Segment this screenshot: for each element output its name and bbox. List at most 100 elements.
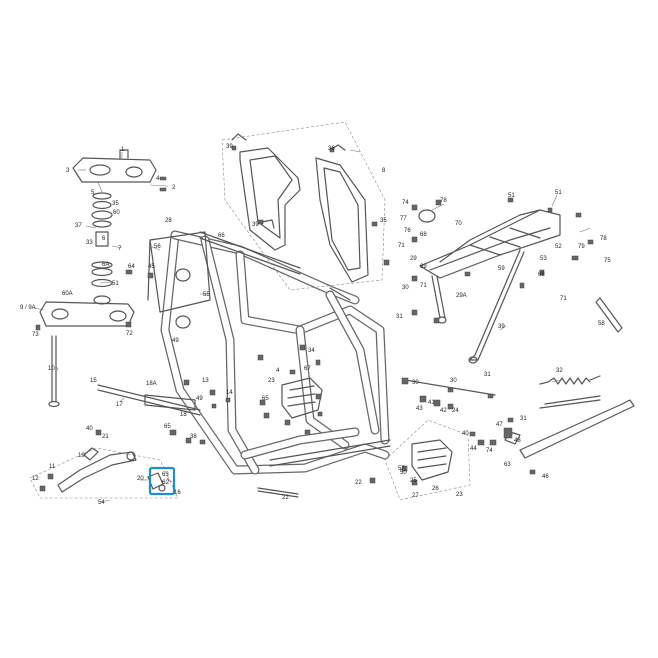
label-46: 46	[542, 474, 549, 480]
side-panels-group	[221, 121, 386, 291]
label-20: 20	[137, 476, 144, 482]
label-68b: 68	[538, 272, 545, 278]
label-60a: 60	[113, 210, 120, 216]
label-65b: 65	[164, 424, 171, 430]
label-12: 12	[32, 476, 39, 482]
label-35a: 35	[112, 201, 119, 207]
label-79: 79	[578, 244, 585, 250]
label-69: 69	[420, 264, 427, 270]
label-33: 33	[86, 240, 93, 246]
leader-lines	[33, 149, 591, 503]
label-78a: 78	[440, 198, 447, 204]
label-8: 8	[382, 168, 386, 174]
label-58: 58	[598, 321, 605, 327]
label-23a: 23	[268, 378, 275, 384]
label-38: 38	[190, 434, 197, 440]
label-60b: 60A	[62, 291, 73, 297]
label-30b: 30	[412, 380, 419, 386]
label-41: 41	[428, 400, 435, 406]
label-7: 7	[118, 246, 122, 252]
label-70: 70	[455, 221, 462, 227]
brake-pedal-group	[29, 447, 179, 499]
label-51a: 51	[112, 281, 119, 287]
label-67: 67	[304, 366, 311, 372]
label-56: 56	[154, 244, 161, 250]
fasteners[interactable]	[35, 145, 594, 492]
stand-bracket-58[interactable]	[595, 297, 623, 333]
label-18a: 18A	[146, 381, 157, 387]
label-44: 44	[470, 446, 477, 452]
label-4: 4	[156, 176, 160, 182]
label-19: 19	[78, 453, 85, 459]
stand-spring[interactable]	[539, 375, 601, 385]
pivot-shaft-18a[interactable]	[144, 394, 196, 411]
left-footrest[interactable]	[281, 377, 323, 419]
rear-subframe[interactable]	[418, 209, 561, 364]
pivot-shaft-17[interactable]	[97, 384, 201, 416]
label-9: 9 / 9A	[20, 305, 36, 311]
label-30c: 30	[450, 378, 457, 384]
label-4b: 4	[276, 368, 280, 374]
label-10: 10	[48, 366, 55, 372]
rear-shaft-31[interactable]	[404, 379, 496, 396]
label-1: 1	[121, 147, 125, 153]
label-51c: 51	[555, 190, 562, 196]
label-39c: 39	[498, 324, 505, 330]
label-45: 45	[148, 264, 155, 270]
label-48: 48	[514, 438, 521, 444]
highlight-label-62[interactable]: 62	[162, 479, 170, 486]
label-55: 55	[203, 292, 210, 298]
label-30a: 30	[402, 285, 409, 291]
label-29: 29	[410, 256, 417, 262]
label-28: 28	[165, 218, 172, 224]
label-74: 74	[402, 200, 409, 206]
label-40a: 40	[86, 426, 93, 432]
stem-washers[interactable]	[91, 192, 113, 288]
label-43: 43	[416, 406, 423, 412]
label-15: 15	[90, 378, 97, 384]
main-frame[interactable]	[147, 230, 391, 475]
label-18: 18	[180, 412, 187, 418]
right-footrest-group	[384, 419, 471, 501]
label-36: 36	[328, 146, 335, 152]
top-triple-clamp[interactable]	[72, 149, 157, 183]
label-26: 26	[432, 486, 439, 492]
label-42: 42	[440, 408, 447, 414]
bottom-triple-clamp[interactable]	[39, 295, 135, 327]
right-side-panel[interactable]	[315, 144, 369, 283]
label-78b: 78	[600, 236, 607, 242]
label-68a: 68	[420, 232, 427, 238]
label-71b: 71	[420, 283, 427, 289]
label-6: 6	[102, 236, 106, 242]
right-footrest[interactable]	[411, 439, 453, 481]
label-63: 63	[162, 472, 169, 478]
label-50: 50	[400, 470, 407, 476]
label-39a: 39	[226, 144, 233, 150]
side-stand[interactable]	[504, 395, 635, 459]
label-31b: 31	[484, 372, 491, 378]
label-27: 27	[412, 493, 419, 499]
label-31a: 31	[396, 314, 403, 320]
label-65a: 65	[262, 396, 269, 402]
label-3: 3	[66, 168, 70, 174]
label-34: 34	[308, 348, 315, 354]
label-32: 32	[556, 368, 563, 374]
label-31c: 31	[520, 416, 527, 422]
long-bolt-22[interactable]	[257, 487, 299, 498]
left-side-panel[interactable]	[231, 133, 301, 251]
label-24: 24	[452, 408, 459, 414]
label-74b: 74	[486, 448, 493, 454]
label-37: 37	[75, 223, 82, 229]
steering-stem[interactable]	[48, 335, 60, 408]
label-72: 72	[126, 331, 133, 337]
brake-pedal[interactable]	[57, 447, 137, 493]
label-5: 5	[91, 190, 95, 196]
label-77: 77	[400, 216, 407, 222]
label-6a: 6A	[102, 262, 109, 268]
label-53: 53	[540, 256, 547, 262]
label-16: 16	[174, 490, 181, 496]
highlighted-part-62[interactable]	[147, 466, 176, 496]
label-22b: 22	[355, 480, 362, 486]
